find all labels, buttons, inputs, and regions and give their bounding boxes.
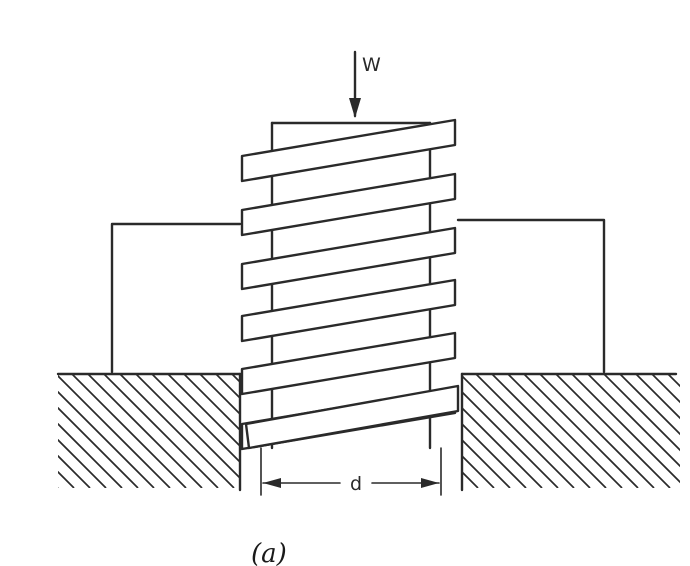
hatch-line xyxy=(71,374,187,488)
hatch-line xyxy=(58,406,139,488)
hatch-line xyxy=(58,438,107,488)
thread-coil xyxy=(240,118,457,183)
dimension-label: d xyxy=(350,473,362,495)
thread-coil-bottom xyxy=(244,384,460,450)
hatch-line xyxy=(571,374,680,484)
base-left-hatching xyxy=(58,374,240,488)
hatch-line xyxy=(87,374,203,488)
hatch-line xyxy=(58,422,123,488)
hatch-line xyxy=(507,374,623,488)
hatch-line xyxy=(555,374,671,488)
hatch-line xyxy=(462,374,575,488)
hatch-line xyxy=(603,374,680,452)
hatch-line xyxy=(167,374,240,448)
base-right-hatching xyxy=(462,374,690,488)
thread-coil xyxy=(240,172,457,237)
hatch-line xyxy=(587,374,680,468)
hatch-line xyxy=(103,374,219,488)
hatch-line xyxy=(58,374,171,488)
hatch-line xyxy=(58,454,91,488)
hatch-line xyxy=(462,406,543,488)
base-outline xyxy=(56,372,678,492)
hatch-line xyxy=(475,374,591,488)
hatch-line xyxy=(684,374,690,488)
hatch-line xyxy=(119,374,235,488)
hatch-line xyxy=(462,438,511,488)
hatch-line xyxy=(651,374,680,404)
hatch-line xyxy=(135,374,240,480)
figure-caption: (a) xyxy=(251,539,287,566)
hatch-line xyxy=(523,374,639,488)
hatch-line xyxy=(539,374,655,488)
hatch-line xyxy=(199,374,240,416)
hatch-line xyxy=(58,390,155,488)
load-arrow xyxy=(349,50,361,118)
hatch-line xyxy=(462,454,495,488)
hatch-line xyxy=(151,374,240,464)
hatch-line xyxy=(667,374,680,388)
hatch-line xyxy=(635,374,680,420)
thread-coil xyxy=(240,331,457,396)
hatch-line xyxy=(491,374,607,488)
hatch-line xyxy=(58,470,75,488)
hatch-line xyxy=(462,422,527,488)
load-label: W xyxy=(362,54,381,76)
support-frame xyxy=(110,218,606,374)
thread-coil xyxy=(240,278,457,343)
thread-coil xyxy=(240,226,457,291)
hatch-line xyxy=(215,374,240,400)
thread-coils xyxy=(240,118,460,451)
hatch-line xyxy=(619,374,680,436)
hatch-line xyxy=(183,374,240,432)
hatch-line xyxy=(58,486,59,488)
dimension-line xyxy=(260,447,442,496)
